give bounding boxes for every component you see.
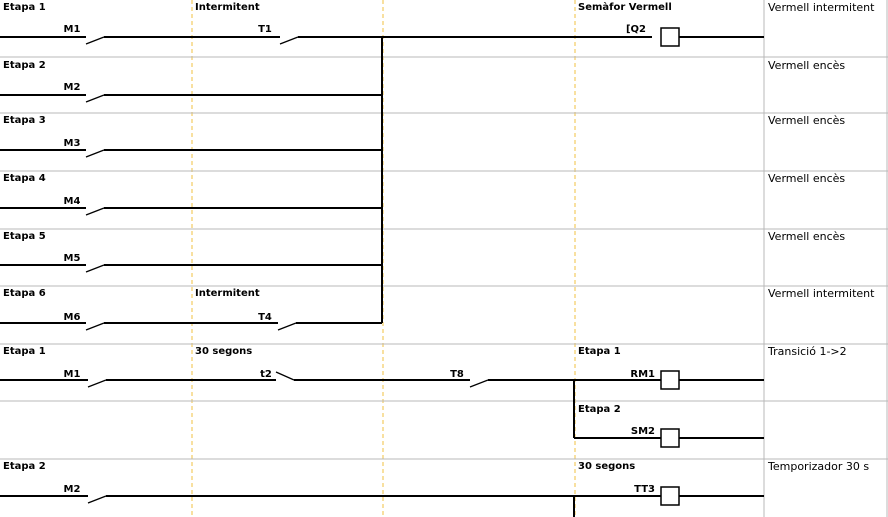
- rung-q2: Etapa 1 Intermitent Semàfor Vermell Verm…: [0, 1, 875, 47]
- rung-comment: Temporizador 30 s: [767, 460, 869, 473]
- cell-label: Etapa 6: [3, 288, 46, 299]
- coil-sm2[interactable]: SM2: [631, 426, 680, 448]
- rung-branch-m4: Etapa 4 Vermell encès M4: [0, 172, 845, 216]
- rung-set-m2: Etapa 2 SM2: [574, 404, 764, 448]
- contact-label: M4: [64, 196, 81, 207]
- contact-m2[interactable]: M2: [64, 82, 81, 93]
- rung-comment: Transició 1->2: [767, 345, 847, 358]
- cell-label: Etapa 1: [3, 346, 46, 357]
- cell-label: Etapa 4: [3, 173, 46, 184]
- contact-label: M5: [64, 253, 81, 264]
- cell-label: Etapa 2: [3, 461, 46, 472]
- cell-label: Intermitent: [195, 288, 260, 299]
- contact-m6[interactable]: M6: [64, 312, 81, 323]
- cell-label: Etapa 3: [3, 115, 46, 126]
- contact-label: M3: [64, 138, 81, 149]
- coil-label: [Q2: [626, 24, 646, 35]
- cell-label: 30 segons: [578, 461, 635, 472]
- contact-label: T1: [258, 24, 272, 35]
- contact-t2-nc[interactable]: t2: [260, 369, 272, 380]
- contact-label: t2: [260, 369, 272, 380]
- coil-box: [660, 486, 680, 506]
- contact-label: M2: [64, 82, 81, 93]
- rung-transition: Etapa 1 30 segons Etapa 1 Transició 1->2…: [0, 345, 847, 390]
- contact-t1[interactable]: T1: [258, 24, 272, 35]
- cell-label: Intermitent: [195, 2, 260, 13]
- rung-comment: Vermell encès: [768, 230, 845, 243]
- coil-q2[interactable]: [Q2: [626, 24, 680, 47]
- contact-m4[interactable]: M4: [64, 196, 81, 207]
- coil-box: [660, 370, 680, 390]
- contact-m3[interactable]: M3: [64, 138, 81, 149]
- contact-label: T8: [450, 369, 464, 380]
- cell-label: Etapa 2: [3, 60, 46, 71]
- contact-m5[interactable]: M5: [64, 253, 81, 264]
- contact-t4[interactable]: T4: [258, 312, 272, 323]
- rung-comment: Vermell intermitent: [768, 287, 875, 300]
- rung-comment: Vermell encès: [768, 59, 845, 72]
- rung-branch-m3: Etapa 3 Vermell encès M3: [0, 114, 845, 158]
- row-separators: [0, 56, 888, 460]
- contact-label: M6: [64, 312, 81, 323]
- rung-branch-m2: Etapa 2 Vermell encès M2: [0, 59, 845, 103]
- contact-label: M2: [64, 484, 81, 495]
- contact-m1[interactable]: M1: [64, 24, 81, 35]
- contact-t8[interactable]: T8: [450, 369, 464, 380]
- contact-label: M1: [64, 369, 81, 380]
- contact-m1-transition[interactable]: M1: [64, 369, 81, 380]
- coil-label: TT3: [634, 484, 655, 495]
- rung-timer: Etapa 2 30 segons Temporizador 30 s M2 T…: [0, 460, 869, 517]
- contact-label: T4: [258, 312, 272, 323]
- cell-label: Etapa 1: [3, 2, 46, 13]
- rung-branch-m5: Etapa 5 Vermell encès M5: [0, 230, 845, 273]
- rung-comment: Vermell intermitent: [768, 1, 875, 14]
- coil-tt3[interactable]: TT3: [634, 484, 680, 506]
- coil-box: [660, 27, 680, 47]
- coil-box: [660, 428, 680, 448]
- rung-comment: Vermell encès: [768, 172, 845, 185]
- contact-m2-timer[interactable]: M2: [64, 484, 81, 495]
- cell-label: Etapa 1: [578, 346, 621, 357]
- coil-label: SM2: [631, 426, 655, 437]
- contact-label: M1: [64, 24, 81, 35]
- cell-label: Etapa 5: [3, 231, 46, 242]
- cell-label: Semàfor Vermell: [578, 1, 672, 13]
- coil-label: RM1: [630, 369, 655, 380]
- cell-label: Etapa 2: [578, 404, 621, 415]
- rung-branch-m6: Etapa 6 Intermitent Vermell intermitent …: [0, 287, 875, 331]
- coil-rm1[interactable]: RM1: [630, 369, 680, 390]
- cell-label: 30 segons: [195, 346, 252, 357]
- rung-comment: Vermell encès: [768, 114, 845, 127]
